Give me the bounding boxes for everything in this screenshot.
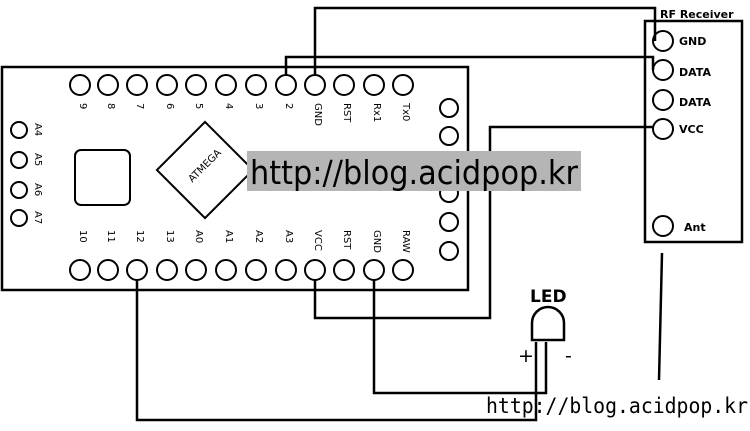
- rf-pin-data1: [652, 59, 674, 81]
- bottom-pin-row: [69, 259, 414, 281]
- rf-pin-label: DATA: [679, 66, 711, 79]
- wire-d12-to-led-plus: [135, 280, 538, 422]
- bottom-pin-label: A2: [253, 230, 264, 243]
- bottom-pin-label: RST: [341, 230, 352, 250]
- pin-top-2: [275, 74, 297, 96]
- rf-pin-label: GND: [679, 35, 706, 48]
- led-body: [530, 305, 566, 342]
- rf-pin-vcc: [652, 118, 674, 140]
- left-pin-label: A4: [32, 123, 43, 136]
- bottom-pin-label: VCC: [312, 230, 323, 251]
- rf-pin-data2: [652, 89, 674, 111]
- top-pin-label: 4: [223, 103, 234, 109]
- pin-top-rx1: [363, 74, 385, 96]
- wire-gnd-to-rf-gnd: [313, 6, 657, 75]
- left-pin-label: A6: [32, 183, 43, 196]
- bottom-pin-label: A0: [193, 230, 204, 243]
- bottom-pin-label: 13: [164, 230, 175, 243]
- pin-right: [439, 241, 459, 261]
- pin-top-rst: [333, 74, 355, 96]
- pin-bottom-a2: [245, 259, 267, 281]
- left-pin-label: A7: [32, 211, 43, 224]
- pin-bottom-raw: [392, 259, 414, 281]
- pin-bottom-11: [97, 259, 119, 281]
- bottom-pin-label: RAW: [400, 230, 411, 253]
- top-pin-labels: 9 8 7 6 5 4 3 2 GND RST Rx1 Tx0: [77, 102, 411, 126]
- bottom-pin-label: GND: [371, 230, 382, 253]
- left-pin-label: A5: [32, 153, 43, 166]
- top-pin-label: 2: [283, 103, 294, 109]
- pin-right: [439, 212, 459, 232]
- top-pin-label: 5: [193, 103, 204, 109]
- footer-watermark: http://blog.acidpop.kr: [486, 394, 748, 418]
- pin-bottom-13: [156, 259, 178, 281]
- bottom-pin-label: 11: [105, 230, 116, 243]
- watermark-background: [247, 151, 581, 191]
- pin-bottom-a3: [275, 259, 297, 281]
- watermark-text: http://blog.acidpop.kr: [250, 153, 578, 192]
- led-minus-sign: -: [565, 345, 572, 367]
- wires: [135, 6, 664, 422]
- top-pin-label: 9: [77, 103, 88, 109]
- bottom-pin-label: A3: [283, 230, 294, 243]
- pin-right: [439, 126, 459, 146]
- reset-button: [74, 149, 131, 206]
- led-component: LED + -: [518, 287, 572, 367]
- pin-bottom-a0: [185, 259, 207, 281]
- pin-top-3: [245, 74, 267, 96]
- wire-gnd-to-led-minus: [372, 280, 548, 395]
- pin-left-a4: [10, 121, 28, 139]
- atmega-chip: [155, 120, 255, 220]
- bottom-pin-label: 12: [134, 230, 145, 243]
- antenna-wire: [657, 252, 664, 381]
- rf-receiver-module: RF Receiver GND DATA DATA VCC Ant: [643, 8, 744, 244]
- pin-top-8: [97, 74, 119, 96]
- pin-bottom-rst: [333, 259, 355, 281]
- pin-top-gnd: [304, 74, 326, 96]
- bottom-pin-label: A1: [223, 230, 234, 243]
- pin-left-a5: [10, 151, 28, 169]
- rf-receiver-title: RF Receiver: [660, 8, 734, 21]
- pin-left-a7: [10, 209, 28, 227]
- chip-body: [155, 120, 255, 220]
- rf-pin-label: Ant: [684, 221, 706, 234]
- bottom-pin-label: 10: [77, 230, 88, 243]
- rf-pin-label: VCC: [679, 123, 704, 136]
- bottom-pin-labels: 10 11 12 13 A0 A1 A2 A3 VCC RST GND RAW: [77, 230, 411, 253]
- pin-bottom-12: [126, 259, 148, 281]
- rf-pin-ant: [652, 215, 674, 237]
- wire-vcc-to-rf-vcc: [313, 125, 653, 320]
- pin-bottom-10: [69, 259, 91, 281]
- pin-top-6: [156, 74, 178, 96]
- pin-right: [439, 98, 459, 118]
- top-pin-label: 3: [253, 103, 264, 109]
- pin-bottom-vcc: [304, 259, 326, 281]
- pin-bottom-a1: [215, 259, 237, 281]
- wire-d2-to-rf-data: [284, 55, 655, 75]
- pin-top-7: [126, 74, 148, 96]
- top-pin-label: 7: [134, 103, 145, 109]
- top-pin-label: RST: [341, 103, 352, 123]
- pin-left-a6: [10, 181, 28, 199]
- led-label: LED: [530, 287, 567, 307]
- pin-top-5: [185, 74, 207, 96]
- watermark-overlay: http://blog.acidpop.kr: [247, 151, 581, 192]
- top-pin-label: Rx1: [371, 103, 382, 122]
- pin-bottom-gnd: [363, 259, 385, 281]
- top-pin-label: 8: [105, 103, 116, 109]
- rf-pin-label: DATA: [679, 96, 711, 109]
- top-pin-row: [69, 74, 414, 96]
- led-plus-sign: +: [518, 345, 534, 367]
- top-pin-label: 6: [164, 103, 175, 109]
- rf-pin-gnd: [652, 30, 674, 52]
- pin-top-4: [215, 74, 237, 96]
- pin-top-9: [69, 74, 91, 96]
- top-pin-label: Tx0: [400, 102, 411, 121]
- top-pin-label: GND: [312, 103, 323, 126]
- left-pin-column: A4 A5 A6 A7: [10, 121, 43, 227]
- pin-top-tx0: [392, 74, 414, 96]
